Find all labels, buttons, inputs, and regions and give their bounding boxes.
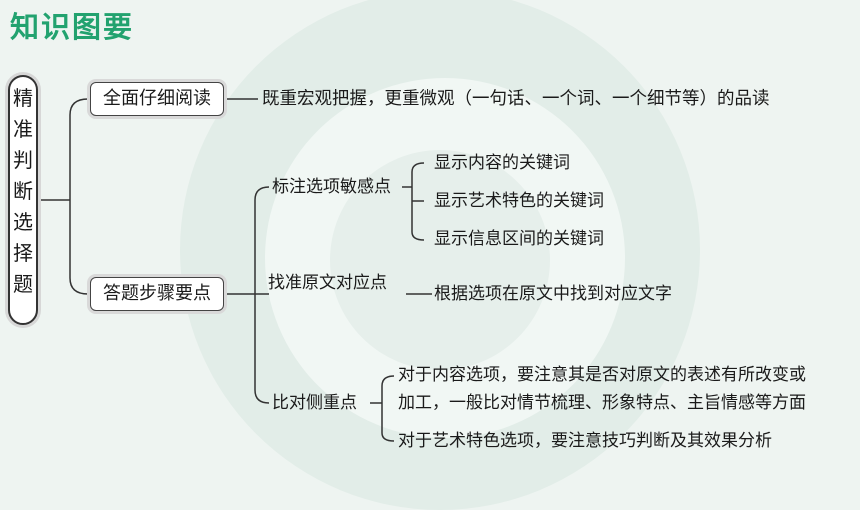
leaf-info-keywords: 显示信息区间的关键词 xyxy=(434,229,604,249)
step-compare-focus: 比对侧重点 xyxy=(272,393,357,413)
leaf-content-option-line1: 对于内容选项，要注意其是否对原文的表述有所改变或 xyxy=(398,365,806,385)
branch-read-carefully: 全面仔细阅读 xyxy=(90,82,224,116)
leaf-find-text: 根据选项在原文中找到对应文字 xyxy=(434,284,672,304)
connector-lines xyxy=(40,98,432,442)
root-node: 精准判断选择题 xyxy=(8,75,38,325)
leaf-content-keywords: 显示内容的关键词 xyxy=(434,153,570,173)
leaf-art-keywords: 显示艺术特色的关键词 xyxy=(434,191,604,211)
page-title: 知识图要 xyxy=(10,10,135,44)
branch-answer-steps: 答题步骤要点 xyxy=(90,277,224,311)
leaf-read-carefully: 既重宏观把握，更重微观（一句话、一个词、一个细节等）的品读 xyxy=(262,89,770,109)
step-find-correspondence: 找准原文对应点 xyxy=(268,273,387,293)
leaf-content-option-line2: 加工，一般比对情节梳理、形象特点、主旨情感等方面 xyxy=(398,393,806,413)
leaf-art-option: 对于艺术特色选项，要注意技巧判断及其效果分析 xyxy=(398,431,772,451)
step-mark-sensitive-points: 标注选项敏感点 xyxy=(272,177,391,197)
